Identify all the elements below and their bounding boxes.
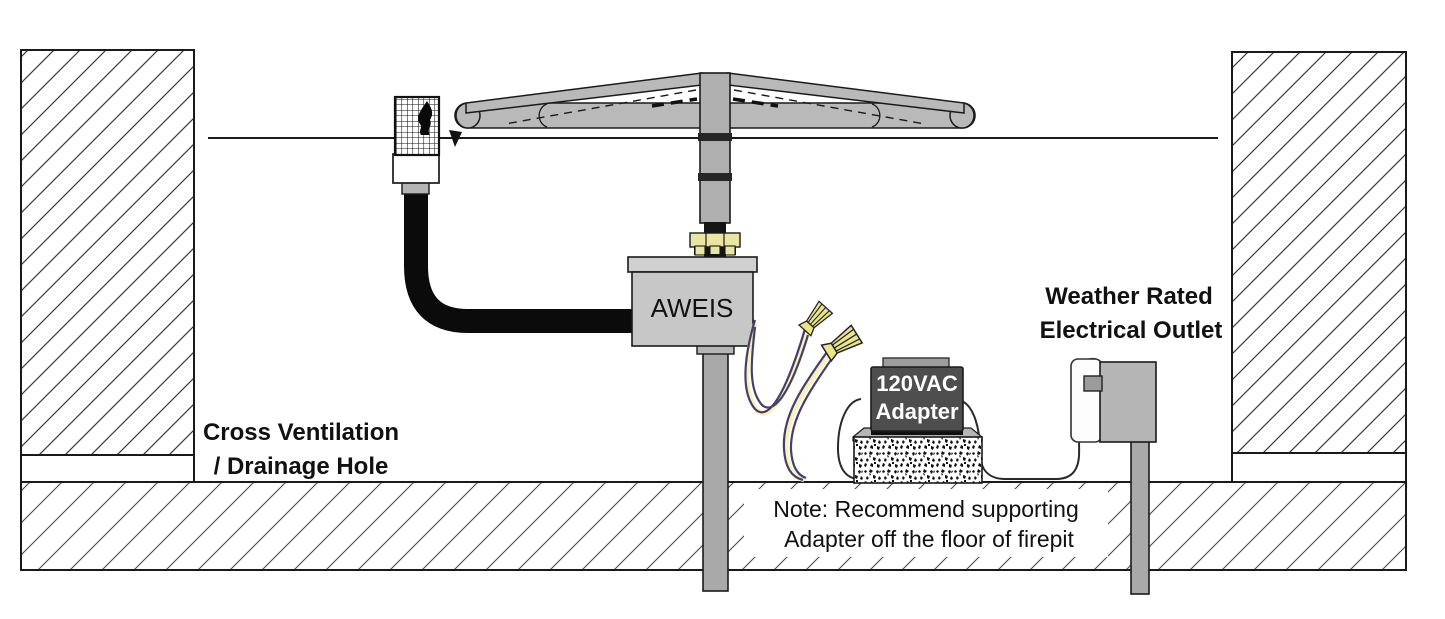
outlet-label-line2: Electrical Outlet — [1040, 317, 1223, 344]
igniter-body — [392, 153, 440, 184]
pipe-coupling — [698, 133, 732, 141]
adapter-label-line2: Adapter — [875, 399, 959, 424]
gas-supply-riser — [696, 344, 735, 592]
aweis-control-box: AWEIS — [627, 256, 758, 347]
adapter-label-line1: 120VAC — [876, 371, 958, 396]
wire-nut-icon — [797, 300, 834, 337]
adapter-support-block — [852, 427, 983, 484]
wire-nut-icon — [820, 324, 864, 363]
hidden-brace-edge-right — [733, 89, 926, 125]
note-label-line1: Note: Recommend supporting — [773, 496, 1079, 522]
vent-label-line2: / Drainage Hole — [214, 453, 389, 480]
flexible-gas-hose — [401, 180, 634, 333]
right-wall — [1231, 51, 1407, 483]
aweis-lid — [627, 256, 758, 273]
burner-support-brace — [465, 72, 965, 125]
outlet-label-line1: Weather Rated — [1045, 283, 1213, 310]
level-arrow-icon — [449, 130, 462, 147]
plug-icon — [1083, 375, 1103, 392]
outlet-box — [1099, 361, 1157, 443]
bulkhead-fitting — [689, 222, 741, 260]
ignition-lead-wires — [744, 300, 864, 483]
outlet-conduit-post — [1130, 439, 1150, 595]
power-adapter: 120VAC Adapter — [870, 357, 964, 432]
pilot-igniter-assembly — [392, 95, 441, 184]
flame-icon — [418, 101, 433, 135]
hidden-brace-edge-left — [504, 89, 697, 125]
brass-nut — [689, 232, 741, 256]
aweis-body — [631, 271, 754, 347]
igniter-mesh-hood — [393, 95, 441, 157]
left-wall — [20, 49, 195, 483]
electrical-outlet — [1070, 358, 1157, 443]
aweis-label: AWEIS — [651, 293, 734, 323]
note-panel — [744, 489, 1108, 557]
note-label-line2: Adapter off the floor of firepit — [784, 526, 1074, 552]
diagram-labels: Cross Ventilation / Drainage Hole Weathe… — [203, 283, 1222, 552]
vent-label-line1: Cross Ventilation — [203, 419, 399, 446]
pipe-coupling — [698, 173, 732, 181]
burner-riser-pipe — [698, 72, 732, 224]
outlet-cover — [1070, 358, 1103, 443]
adapter-body — [870, 366, 964, 432]
